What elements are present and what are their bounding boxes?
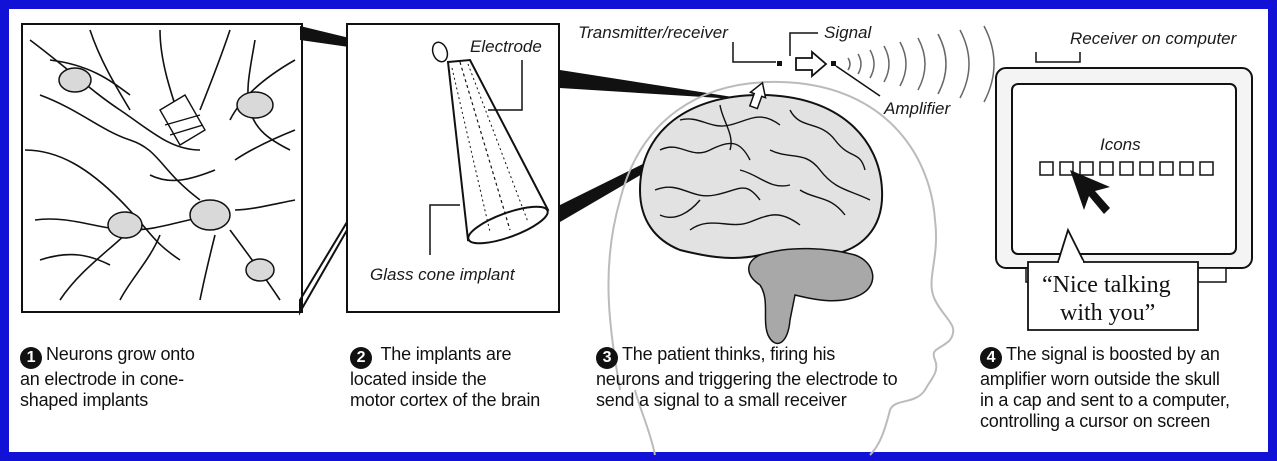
step-2-line-3: motor cortex of the brain <box>350 390 580 411</box>
step-3-line-1: The patient thinks, firing his <box>622 344 835 364</box>
brain-icon <box>640 95 882 343</box>
zoom-wedge-upper <box>560 70 752 100</box>
step-4-line-1: The signal is boosted by an <box>1006 344 1220 364</box>
neuron-panel <box>22 24 302 312</box>
step-4-line-3: in a cap and sent to a computer, <box>980 390 1270 411</box>
step-2-caption: 2 The implants are located inside the mo… <box>350 344 580 411</box>
step-4-line-2: amplifier worn outside the skull <box>980 369 1270 390</box>
step-2-line-2: located inside the <box>350 369 580 390</box>
step-1-number: 1 <box>20 347 42 369</box>
step-4-number: 4 <box>980 347 1002 369</box>
speech-line-2: with you” <box>1060 300 1155 326</box>
step-3-line-3: send a signal to a small receiver <box>596 390 956 411</box>
signal-label: Signal <box>824 23 872 42</box>
amplifier-label: Amplifier <box>883 99 951 118</box>
glass-cone-label: Glass cone implant <box>370 265 516 284</box>
step-1-line-3: shaped implants <box>20 390 320 411</box>
step-2-number: 2 <box>350 347 372 369</box>
signal-path <box>733 33 880 110</box>
receiver-label: Receiver on computer <box>1070 29 1238 48</box>
step-4-line-4: controlling a cursor on screen <box>980 411 1270 432</box>
electrode-label: Electrode <box>470 37 542 56</box>
step-3-line-2: neurons and triggering the electrode to <box>596 369 956 390</box>
step-2-line-1: The implants are <box>380 344 511 364</box>
icons-label: Icons <box>1100 135 1141 154</box>
step-3-number: 3 <box>596 347 618 369</box>
transmitter-label: Transmitter/receiver <box>578 23 729 42</box>
computer-monitor <box>996 52 1252 282</box>
step-1-line-1: Neurons grow onto <box>46 344 195 364</box>
speech-line-1: “Nice talking <box>1042 272 1171 298</box>
step-1-line-2: an electrode in cone- <box>20 369 320 390</box>
